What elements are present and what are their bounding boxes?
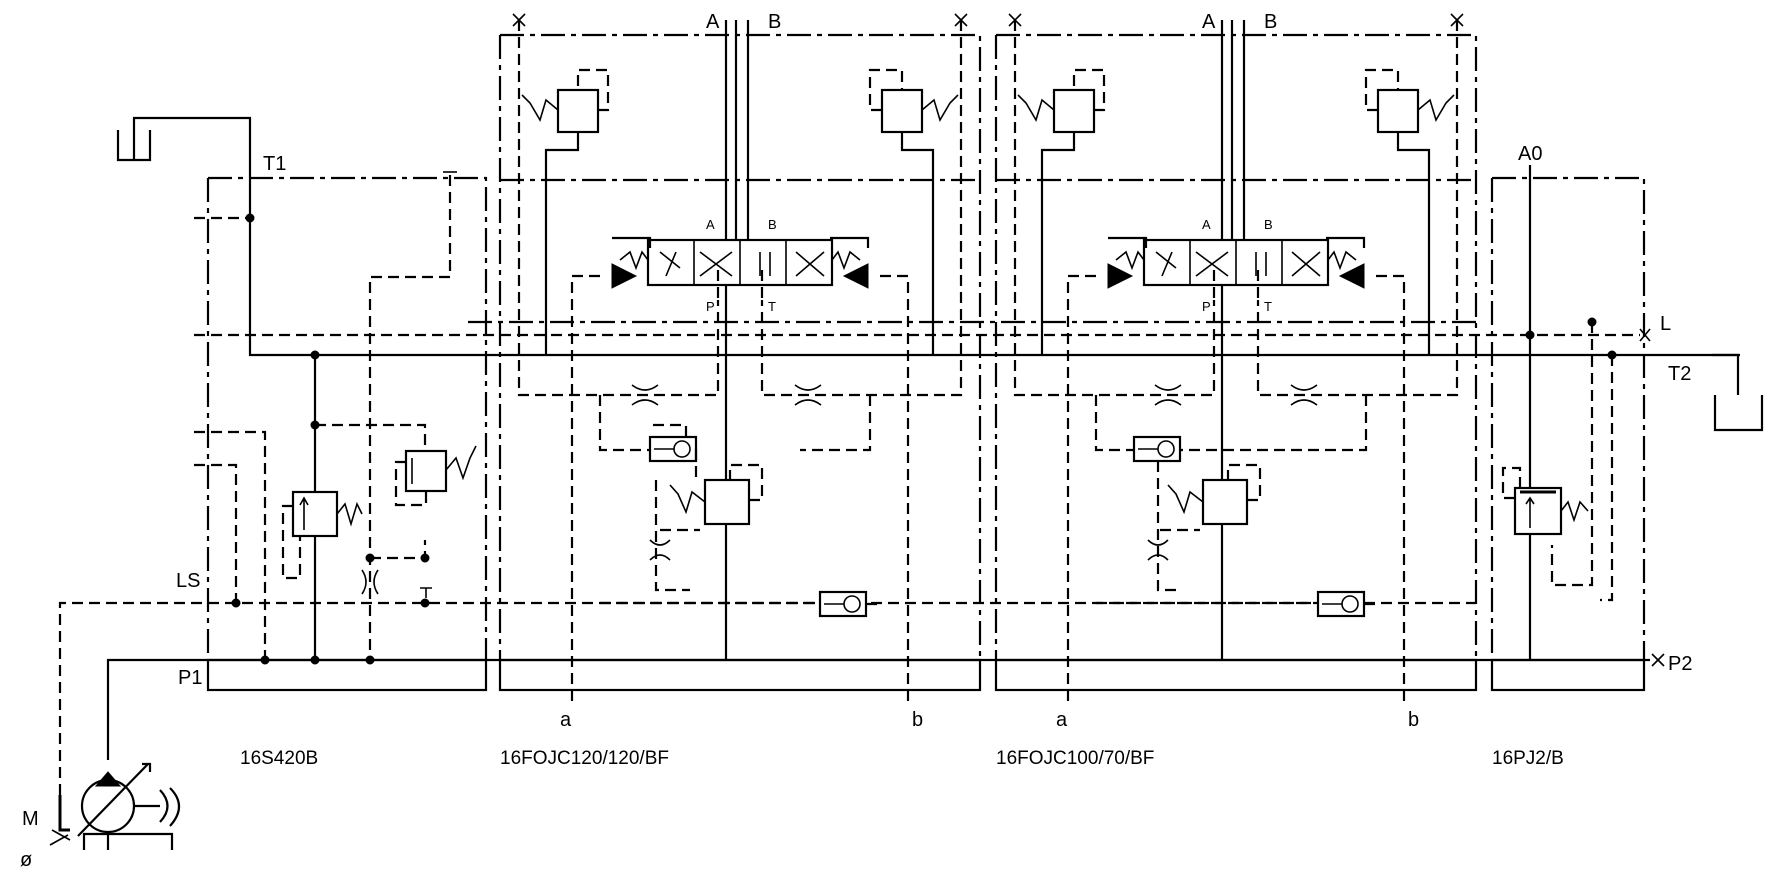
port-t2: T2 [1668,363,1691,385]
module-boundaries [206,33,1646,660]
section-compensator-2 [1201,478,1249,526]
port-relief-a2 [1052,88,1096,134]
orifice-1b [794,384,822,406]
orifice-2a [1154,384,1182,406]
section-2 [1008,13,1464,705]
inlet-orifice [361,569,379,595]
section2-port-b: B [1264,11,1277,33]
end-module-label: 16PJ2/B [1492,748,1564,769]
load-sense-line [58,601,1476,795]
section2-spool-t: T [1264,299,1272,314]
port-p1: P1 [178,667,202,689]
section1-spool-a: A [706,217,715,232]
port-relief-a [556,88,600,134]
section-compensator [703,478,751,526]
inlet-module-label: 16S420B [240,748,318,769]
end-module [1501,165,1617,660]
section2-port-a: A [1202,11,1216,33]
section2-pilot-b: b [1408,709,1419,731]
section1-port-b: B [768,11,781,33]
port-t1: T1 [263,153,286,175]
section1-pilot-b: b [912,709,923,731]
port-phi: ø [20,849,32,871]
section2-pilot-a: a [1056,709,1068,731]
section1-spool-t: T [768,299,776,314]
inlet-module [194,171,477,665]
tank-gallery [116,116,1764,432]
section1-module-label: 16FOJC120/120/BF [500,748,669,769]
section1-spool-b: B [768,217,777,232]
section2-module-label: 16FOJC100/70/BF [996,748,1154,769]
orifice-1a [631,384,659,406]
section1-port-a: A [706,11,720,33]
port-m: M [22,808,39,830]
module-labels: 16S420B 16FOJC120/120/BF 16FOJC100/70/BF… [240,748,1564,769]
orifice-2b [1290,384,1318,406]
section-1 [512,13,968,705]
pressure-gallery [106,653,1665,760]
port-a0: A0 [1518,143,1542,165]
port-relief-b2 [1376,88,1420,134]
port-relief-b [880,88,924,134]
section1-spool-p: P [706,299,715,314]
section2-spool-p: P [1202,299,1211,314]
compensator-valve [291,490,339,538]
pump-assembly [49,762,181,850]
port-labels: T1 T2 L P1 P2 LS A0 M ø A B A B A B P T … [20,11,1692,871]
port-p2: P2 [1668,653,1692,675]
section2-spool-a: A [1202,217,1211,232]
port-ls: LS [176,570,200,592]
priority-valve [1513,486,1563,536]
drain-gallery-L [194,320,1651,342]
section1-pilot-a: a [560,709,572,731]
section2-spool-b: B [1264,217,1273,232]
port-l: L [1660,313,1671,335]
